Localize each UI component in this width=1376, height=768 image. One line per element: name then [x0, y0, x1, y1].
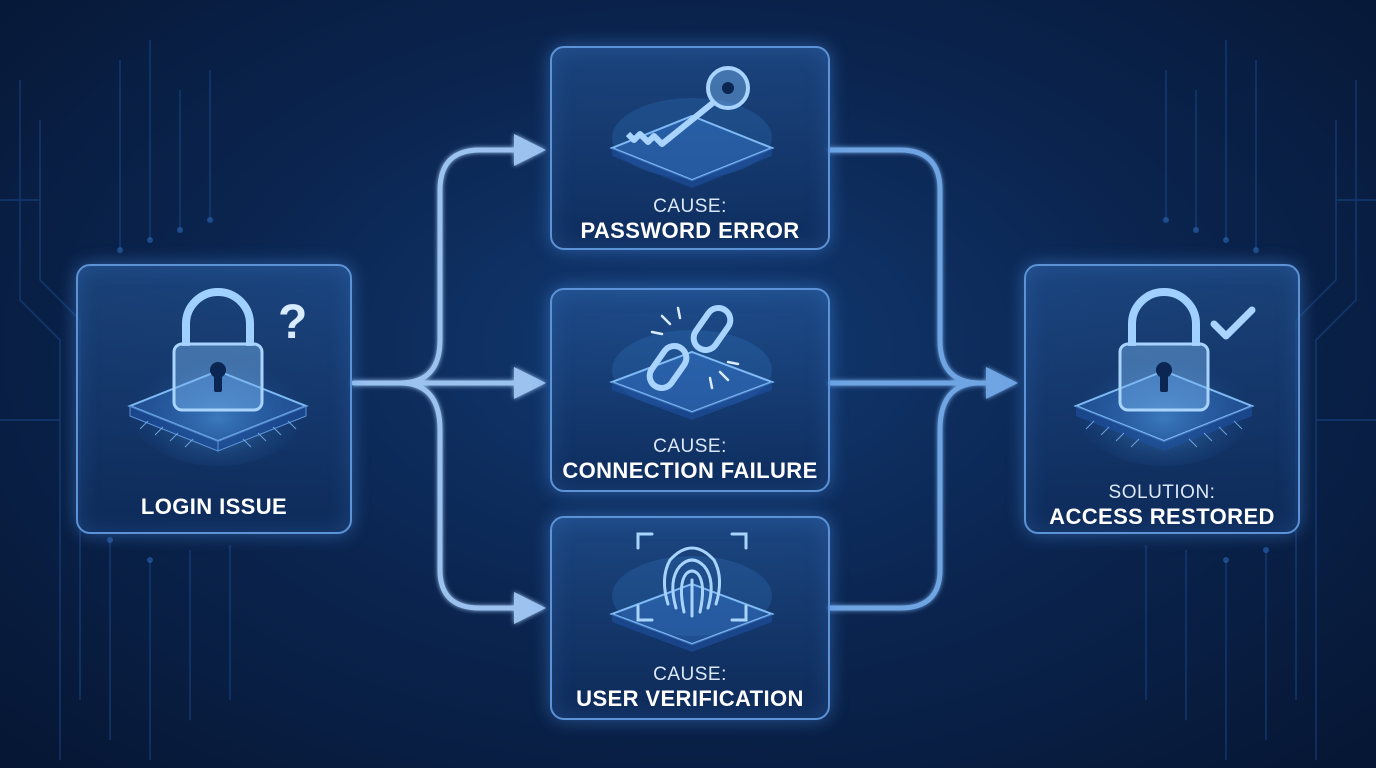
lock-question-icon: ?: [127, 288, 309, 466]
cause-connection-prefix: CAUSE:: [653, 436, 727, 457]
solution-title: ACCESS RESTORED: [1049, 504, 1275, 529]
fingerprint-icon: [609, 532, 775, 652]
arrowhead-solution: [986, 367, 1018, 399]
arrowhead-verification: [514, 592, 546, 624]
connector-verification-to-solution: [827, 380, 983, 611]
cause-verification-node: CAUSE: USER VERIFICATION: [550, 516, 830, 720]
broken-link-icon: [609, 304, 775, 420]
connector-problem-to-verification: [351, 380, 523, 611]
arrowhead-connection: [514, 367, 546, 399]
cause-verification-prefix: CAUSE:: [653, 664, 727, 685]
cause-verification-title: USER VERIFICATION: [576, 686, 804, 711]
cause-connection-title: CONNECTION FAILURE: [562, 458, 818, 483]
lock-check-icon: [1073, 288, 1256, 466]
cause-password-title: PASSWORD ERROR: [580, 218, 800, 243]
problem-title: LOGIN ISSUE: [140, 494, 288, 519]
solution-prefix: SOLUTION:: [1108, 482, 1216, 503]
key-icon: [609, 66, 775, 188]
solution-node: SOLUTION: ACCESS RESTORED: [1024, 264, 1300, 534]
problem-node: ? LOGIN ISSUE: [76, 264, 352, 534]
arrowhead-password: [514, 134, 546, 166]
cause-connection-node: CAUSE: CONNECTION FAILURE: [550, 288, 830, 492]
cause-password-prefix: CAUSE:: [653, 196, 727, 217]
connector-problem-to-password: [351, 147, 523, 386]
connector-password-to-solution: [827, 147, 983, 386]
cause-password-node: CAUSE: PASSWORD ERROR: [550, 46, 830, 250]
svg-text:?: ?: [278, 296, 307, 349]
